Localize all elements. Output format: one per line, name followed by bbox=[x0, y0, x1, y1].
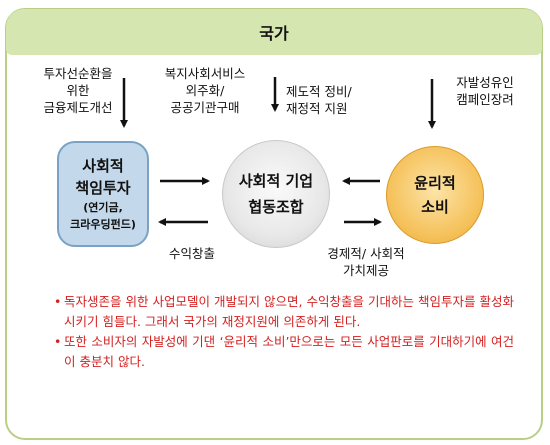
state-title: 국가 bbox=[259, 24, 289, 43]
note-item: 또한 소비자의 자발성에 기댄 ‘윤리적 소비’만으로는 모든 사업판로를 기대… bbox=[54, 332, 514, 372]
social-investment-box: 사회적 책임투자 (연기금, 크라우딩펀드) bbox=[57, 141, 149, 247]
note-item: 독자생존을 위한 사업모델이 개발되지 않으면, 수익창출을 기대하는 책임투자… bbox=[54, 292, 514, 332]
state-header: 국가 bbox=[6, 9, 542, 55]
label-welfare-outsourcing: 복지사회서비스 외주화/ 공공기관구매 bbox=[164, 66, 246, 115]
label-finance-reform: 투자선순환을 위한 금융제도개선 bbox=[43, 66, 113, 115]
label-voluntary-campaign: 자발성유인 캠페인장려 bbox=[456, 75, 514, 107]
label-institutional-support: 제도적 정비/ 재정적 지원 bbox=[286, 84, 352, 116]
label-value-provision: 경제적/ 사회적 가치제공 bbox=[327, 246, 405, 278]
social-enterprise-circle: 사회적 기업 협동조합 bbox=[222, 140, 330, 248]
label-profit: 수익창출 bbox=[168, 246, 215, 261]
notes-block: 독자생존을 위한 사업모델이 개발되지 않으면, 수익창출을 기대하는 책임투자… bbox=[54, 292, 514, 372]
ethical-consumption-circle: 윤리적 소비 bbox=[386, 146, 484, 244]
